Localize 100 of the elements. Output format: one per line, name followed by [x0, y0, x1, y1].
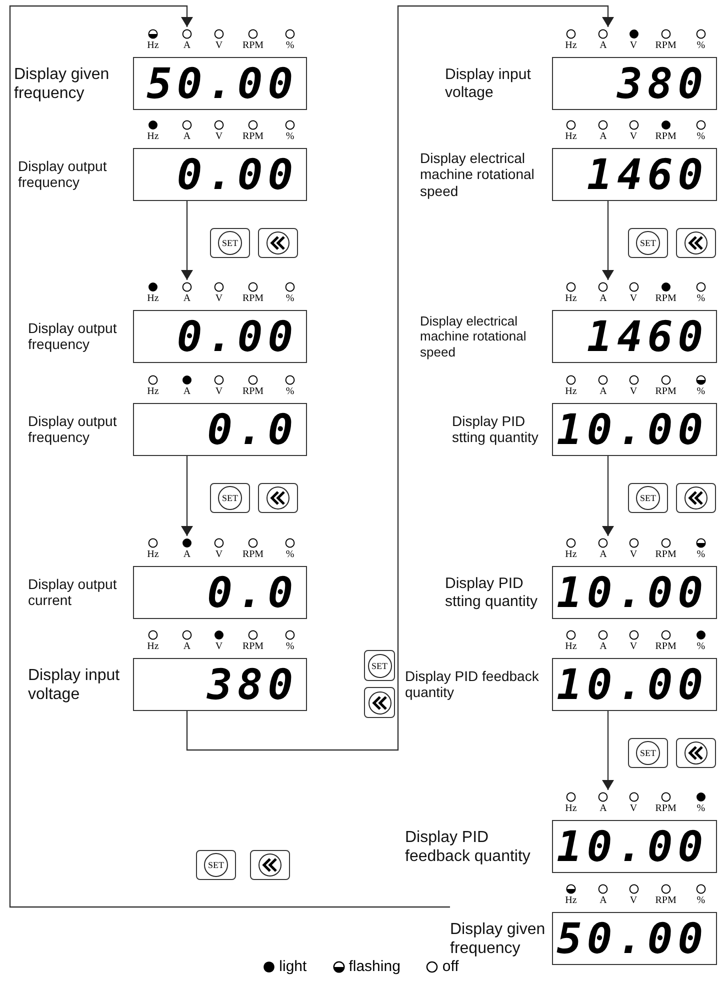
- arrow: [9, 5, 450, 908]
- unit-label: A: [183, 294, 191, 304]
- unit-label: %: [286, 132, 294, 142]
- display-caption: Display electrical machine rotational speed: [420, 313, 528, 360]
- arrow: [186, 5, 614, 751]
- unit-label: RPM: [655, 41, 676, 51]
- unit-label: A: [600, 642, 607, 652]
- display-unit: [14, 27, 307, 110]
- digit-readout: 0.0: [207, 408, 298, 452]
- unit-label: V: [630, 41, 638, 51]
- unit-label: A: [600, 550, 607, 560]
- unit-label: Hz: [147, 387, 159, 397]
- unit-label: V: [630, 642, 638, 652]
- set-key: SET: [628, 738, 668, 768]
- digit-readout: 10.00: [556, 570, 708, 614]
- unit-label: %: [286, 294, 294, 304]
- arrow: [181, 456, 193, 536]
- unit-label: RPM: [242, 132, 264, 142]
- unit-label: Hz: [565, 642, 577, 652]
- unit-label: RPM: [655, 896, 676, 906]
- set-key: SET: [210, 483, 250, 513]
- display-caption: Display PID feedback quantity: [405, 668, 540, 702]
- display-caption: Display output frequency: [28, 412, 118, 446]
- display-caption: Display input voltage: [445, 66, 532, 102]
- unit-label: V: [630, 132, 638, 142]
- legend-label: flashing: [348, 958, 400, 975]
- display-caption: Display output frequency: [28, 320, 118, 354]
- unit-label: Hz: [147, 550, 159, 560]
- digit-readout: 1460: [586, 314, 708, 358]
- display-caption: Display electrical machine rotational speed: [420, 149, 536, 200]
- unit-label: RPM: [242, 642, 264, 652]
- display-unit: [28, 628, 307, 711]
- unit-label: RPM: [655, 550, 676, 560]
- set-key: SET: [628, 483, 668, 513]
- arrow: [602, 456, 614, 536]
- display-unit: [405, 628, 717, 711]
- display-unit: [18, 118, 307, 201]
- digit-readout: 50.00: [146, 62, 298, 106]
- unit-label: A: [600, 387, 607, 397]
- unit-label: %: [696, 550, 706, 560]
- unit-label: RPM: [242, 41, 264, 51]
- display-caption: Display output frequency: [18, 158, 108, 192]
- display-caption: Display PID stting quantity: [445, 574, 539, 610]
- unit-label: V: [630, 896, 638, 906]
- unit-label: A: [183, 41, 191, 51]
- display-unit: [445, 536, 717, 619]
- unit-label: %: [286, 387, 294, 397]
- unit-label: %: [286, 41, 294, 51]
- set-key: SET: [628, 228, 668, 258]
- digit-readout: 0.00: [176, 314, 298, 358]
- unit-label: %: [286, 550, 294, 560]
- set-key: SET: [364, 650, 395, 681]
- unit-label: %: [696, 41, 706, 51]
- display-caption: Display given frequency: [450, 919, 546, 958]
- unit-label: V: [215, 294, 223, 304]
- legend-label: light: [279, 958, 307, 975]
- display-unit: [28, 280, 307, 363]
- digit-readout: 380: [617, 62, 708, 106]
- unit-label: Hz: [565, 387, 577, 397]
- unit-label: Hz: [147, 294, 159, 304]
- unit-label: %: [696, 642, 706, 652]
- unit-label: Hz: [147, 642, 159, 652]
- set-key: SET: [210, 228, 250, 258]
- unit-label: A: [183, 550, 191, 560]
- unit-label: V: [630, 804, 638, 814]
- unit-label: %: [696, 294, 706, 304]
- display-caption: Display given frequency: [14, 64, 110, 103]
- unit-label: V: [215, 550, 223, 560]
- unit-label: RPM: [242, 550, 264, 560]
- unit-label: A: [600, 804, 607, 814]
- unit-label: V: [630, 550, 638, 560]
- unit-label: A: [183, 132, 191, 142]
- unit-label: A: [600, 896, 607, 906]
- unit-label: A: [183, 387, 191, 397]
- unit-label: Hz: [147, 41, 159, 51]
- unit-label: %: [286, 642, 294, 652]
- unit-label: RPM: [655, 294, 676, 304]
- unit-label: RPM: [655, 804, 676, 814]
- unit-label: RPM: [655, 642, 676, 652]
- unit-label: V: [215, 41, 223, 51]
- unit-label: Hz: [565, 132, 577, 142]
- display-unit: [420, 118, 717, 201]
- display-unit: [28, 536, 307, 619]
- unit-label: %: [696, 804, 706, 814]
- unit-label: Hz: [565, 41, 577, 51]
- unit-label: RPM: [655, 387, 676, 397]
- display-unit: [445, 27, 717, 110]
- set-key: SET: [196, 850, 236, 880]
- digit-readout: 10.00: [556, 408, 708, 452]
- unit-label: Hz: [565, 294, 577, 304]
- digit-readout: 10.00: [556, 662, 708, 706]
- unit-label: RPM: [655, 132, 676, 142]
- unit-label: A: [600, 294, 607, 304]
- display-caption: Display output current: [28, 576, 118, 610]
- digit-readout: 380: [207, 662, 298, 706]
- unit-label: A: [600, 132, 607, 142]
- display-unit: [452, 373, 717, 456]
- unit-label: %: [696, 132, 706, 142]
- digit-readout: 0.0: [207, 570, 298, 614]
- unit-label: RPM: [242, 387, 264, 397]
